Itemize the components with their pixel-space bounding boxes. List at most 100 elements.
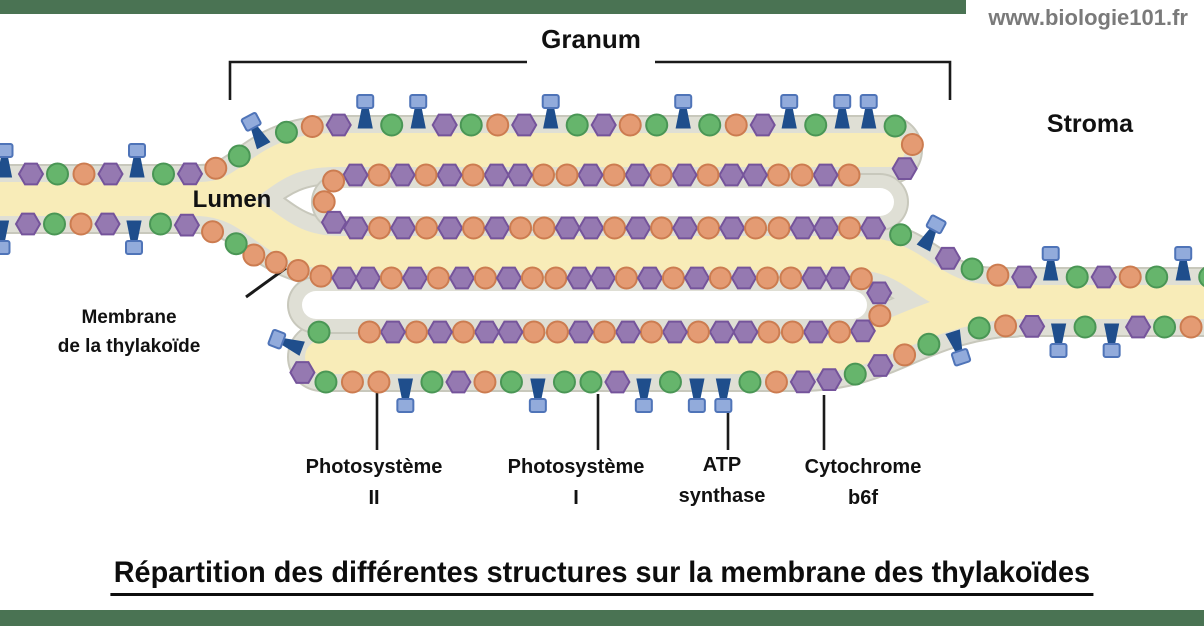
membrane-particle-psii-orange (451, 320, 475, 344)
membrane-particle-cytb6f-purple (554, 216, 581, 240)
membrane-particle-atp-synthase (634, 378, 653, 413)
membrane-particle-cytb6f-purple (577, 216, 605, 240)
membrane-particle-cytb6f-purple (683, 266, 711, 290)
membrane-particle-psii-orange (708, 266, 732, 290)
membrane-particle-cytb6f-purple (816, 368, 843, 391)
membrane-particle-cytb6f-purple (849, 319, 876, 343)
membrane-particle-psi-green (224, 232, 248, 256)
membrane-particle-psii-orange (286, 259, 310, 283)
membrane-particle-cytb6f-purple (636, 266, 664, 290)
membrane-particle-atp-synthase (0, 143, 14, 178)
membrane-particle-atp-synthase (0, 220, 11, 255)
membrane-particle-psi-green (698, 113, 722, 137)
membrane-particle-psii-orange (744, 216, 768, 240)
membrane-particle-cytb6f-purple (859, 216, 887, 240)
membrane-particle-psi-green (1198, 267, 1204, 287)
membrane-particle-psii-orange (757, 320, 781, 344)
membrane-particle-atp-synthase (267, 328, 305, 356)
membrane-particle-atp-synthase (833, 94, 852, 129)
membrane-particle-psii-orange (1118, 265, 1142, 289)
membrane-particle-atp-synthase (528, 378, 547, 413)
membrane-particle-psii-orange (900, 132, 924, 156)
membrane-particle-cytb6f-purple (824, 266, 852, 290)
membrane-particle-psii-orange (639, 320, 663, 344)
membrane-particle-psii-orange (544, 266, 568, 290)
granum-label: Granum (527, 14, 655, 64)
membrane-particle-cytb6f-purple (473, 320, 501, 344)
membrane-particle-psii-orange (532, 216, 556, 240)
membrane-particle-cytb6f-purple (289, 361, 316, 384)
membrane-particle-cytb6f-purple (445, 370, 472, 394)
stroma-label: Stroma (1046, 110, 1134, 138)
membrane-particle-psii-orange (462, 216, 486, 240)
membrane-particle-cytb6f-purple (801, 266, 828, 290)
membrane-particle-cytb6f-purple (401, 266, 429, 290)
membrane-particle-cytb6f-purple (934, 246, 962, 270)
membrane-particle-psii-orange (532, 163, 555, 187)
membrane-particle-atp-synthase (916, 214, 947, 252)
membrane-particle-cytb6f-purple (749, 113, 776, 137)
membrane-particle-psi-green (274, 120, 298, 144)
membrane-particle-cytb6f-purple (589, 266, 617, 290)
membrane-particle-psii-orange (367, 163, 391, 187)
membrane-particle-cytb6f-purple (867, 354, 894, 377)
membrane-particle-cytb6f-purple (431, 113, 458, 137)
membrane-particle-psii-orange (790, 163, 814, 187)
membrane-particle-atp-synthase (1041, 246, 1060, 281)
membrane-particle-atp-synthase (1102, 323, 1121, 358)
membrane-particle-cytb6f-purple (789, 216, 816, 240)
membrane-particle-psii-orange (379, 266, 403, 290)
membrane-particle-psii-orange (686, 320, 710, 344)
membrane-particle-psii-orange (986, 263, 1010, 287)
membrane-particle-atp-synthase (240, 112, 271, 150)
membrane-particles (0, 94, 1204, 413)
membrane-particle-psii-orange (486, 113, 510, 137)
site-watermark: www.biologie101.fr (988, 5, 1188, 30)
membrane-particle-psii-orange (779, 266, 803, 290)
page-title: Répartition des différentes structures s… (109, 556, 1094, 596)
membrane-particle-cytb6f-purple (671, 163, 698, 187)
membrane-particle-cytb6f-purple (577, 163, 604, 187)
thylakoid-membrane-label: Membrane de la thylakoïde (20, 303, 238, 361)
membrane-particle-psi-green (960, 257, 984, 281)
membrane-particle-cytb6f-purple (436, 163, 463, 187)
membrane-particle-psi-green (658, 370, 682, 394)
membrane-particle-psii-orange (767, 216, 791, 240)
membrane-particle-cytb6f-purple (624, 216, 652, 240)
membrane-particle-psii-orange (827, 320, 851, 344)
membrane-particle-psii-orange (555, 163, 579, 187)
membrane-particle-cytb6f-purple (506, 163, 534, 187)
membrane-particle-cytb6f-purple (566, 266, 593, 290)
cytochrome-b6f-line2: b6f (848, 487, 878, 509)
membrane-particle-psii-orange (242, 243, 266, 267)
membrane-particle-cytb6f-purple (604, 370, 631, 394)
membrane-particle-psii-orange (414, 163, 438, 187)
membrane-particle-psii-orange (368, 216, 392, 240)
membrane-particle-cytb6f-purple (497, 320, 524, 344)
membrane-bands (0, 115, 1204, 392)
membrane-particle-psii-orange (849, 267, 873, 291)
membrane-particle-psii-orange (367, 370, 391, 394)
photosystem-2-line1: Photosystème (305, 456, 443, 478)
membrane-label-line2: de la thylakoïde (57, 336, 201, 357)
membrane-particle-psii-orange (473, 266, 497, 290)
membrane-particle-psi-green (459, 113, 483, 137)
membrane-particle-psii-orange (204, 156, 228, 180)
membrane-particle-atp-synthase (356, 94, 375, 129)
membrane-particle-cytb6f-purple (173, 213, 201, 237)
membrane-particle-cytb6f-purple (1011, 265, 1038, 289)
membrane-particle-atp-synthase (945, 329, 972, 367)
membrane-particle-cytb6f-purple (379, 320, 407, 344)
membrane-particle-psii-orange (300, 114, 324, 138)
membrane-particle-psi-green (738, 370, 762, 394)
membrane-particle-psi-green (645, 113, 669, 137)
membrane-particle-cytb6f-purple (342, 216, 370, 240)
membrane-particle-psii-orange (520, 266, 544, 290)
membrane-particle-psii-orange (522, 320, 546, 344)
membrane-particle-cytb6f-purple (812, 163, 839, 187)
membrane-particle-cytb6f-purple (389, 216, 417, 240)
membrane-particle-cytb6f-purple (567, 320, 595, 344)
membrane-particle-psii-orange (838, 216, 862, 240)
membrane-particle-psii-orange (893, 343, 917, 367)
membrane-particle-atp-synthase (125, 220, 143, 255)
